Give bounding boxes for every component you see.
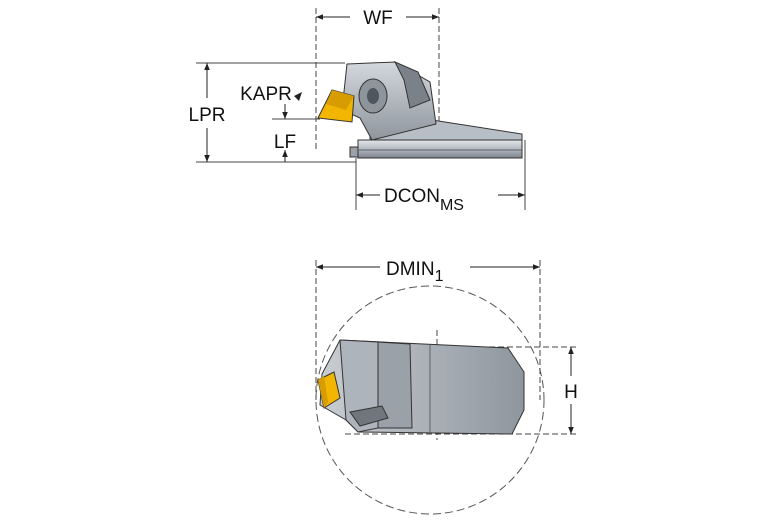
shank-end-cap xyxy=(349,146,359,158)
dmin-circle xyxy=(315,285,545,515)
kapr-arrow-icon xyxy=(294,92,302,101)
insert-chipbreaker xyxy=(326,90,354,110)
clamp-screw-head-icon xyxy=(367,88,379,104)
clamp-bottom-icon xyxy=(349,405,389,427)
head-side-bottom xyxy=(377,341,413,429)
insert-edge-bottom xyxy=(318,376,328,408)
shank-top xyxy=(357,139,523,159)
wf-label: WF xyxy=(363,8,393,29)
kapr-label: KAPR xyxy=(240,84,292,105)
lf-label: LF xyxy=(274,132,296,153)
h-label: H xyxy=(564,382,578,403)
bottom-view: DMIN1 H xyxy=(315,259,578,515)
tool-holder-top xyxy=(317,60,523,159)
dcon-label: DCONMS xyxy=(384,186,464,214)
lpr-label: LPR xyxy=(189,105,226,126)
head-shadow-face xyxy=(393,60,431,109)
top-view: WF LPR KAPR LF DCONMS xyxy=(189,8,526,214)
tool-holder-bottom xyxy=(317,339,525,435)
dmin-label: DMIN1 xyxy=(386,259,444,285)
